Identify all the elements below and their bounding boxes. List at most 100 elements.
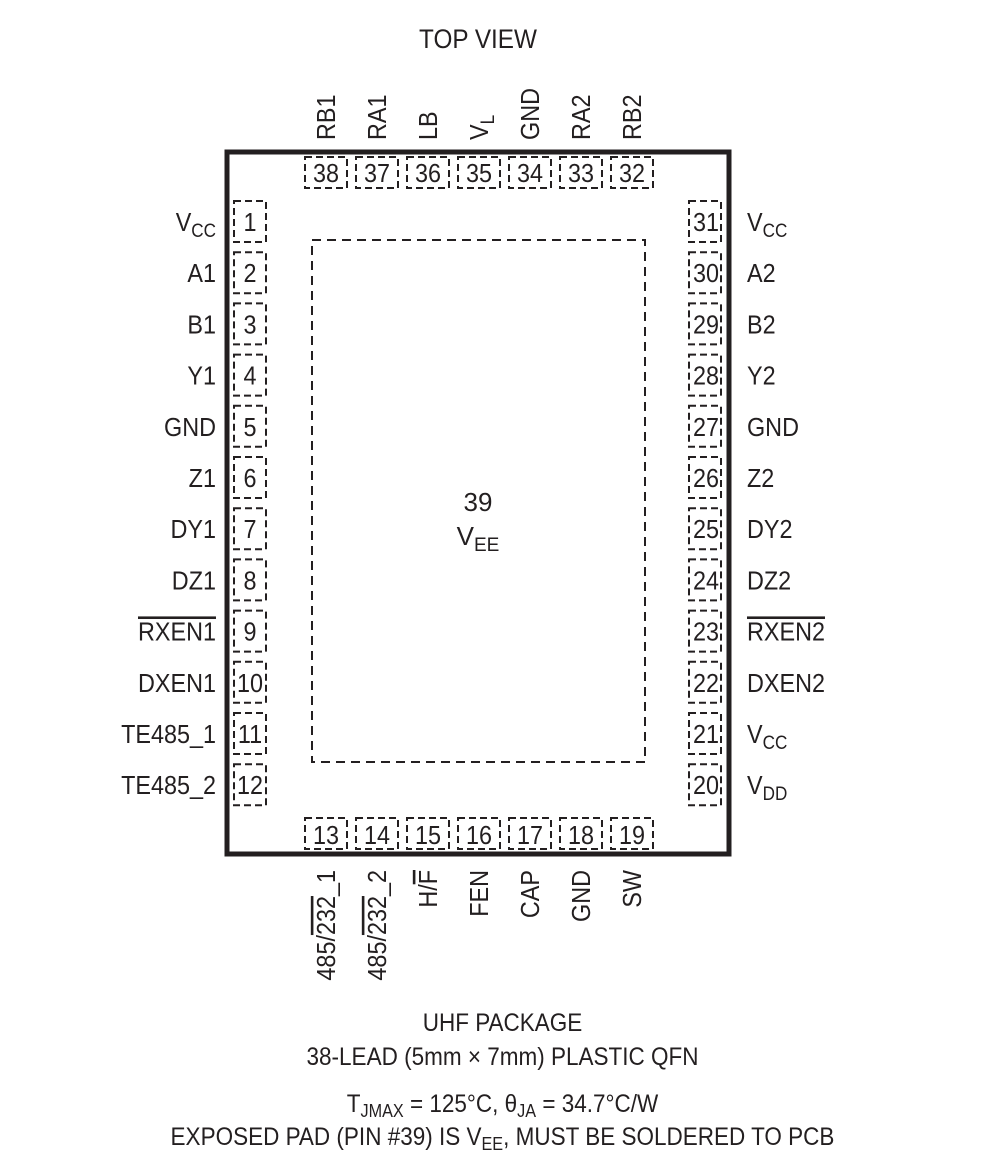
pin-box xyxy=(688,456,722,499)
pin-name: GND xyxy=(517,88,545,140)
pin-name: TE485_2 xyxy=(121,772,216,800)
pin-number: 23 xyxy=(693,619,719,647)
pin-box xyxy=(233,763,267,807)
pin-number: 2 xyxy=(243,260,256,288)
pin-box xyxy=(688,200,722,243)
pin-box xyxy=(355,817,399,850)
pin-box xyxy=(304,817,348,850)
top-view-title: TOP VIEW xyxy=(419,25,538,54)
pin-name: DY1 xyxy=(171,516,216,544)
pin-box xyxy=(304,156,348,189)
pin-number: 7 xyxy=(243,516,256,544)
pin-box xyxy=(559,156,603,189)
pin-name: A1 xyxy=(187,260,216,288)
lead-description: 38-LEAD (5mm × 7mm) PLASTIC QFN xyxy=(306,1043,699,1071)
package-name: UHF PACKAGE xyxy=(422,1009,583,1037)
pin-box xyxy=(233,660,267,704)
pin-box xyxy=(610,817,654,850)
pin-number: 13 xyxy=(313,822,339,850)
pin-box xyxy=(457,156,501,189)
pin-number: 21 xyxy=(693,721,719,749)
left-pin-column: 1VCC2A13B14Y15GND6Z17DY18DZ19RXEN110DXEN… xyxy=(121,200,267,807)
pin-name: VL xyxy=(466,115,498,140)
pin-number: 3 xyxy=(243,311,256,339)
pin-name: RA1 xyxy=(364,95,392,140)
pin-number: 24 xyxy=(693,567,719,595)
pin-name: Z2 xyxy=(747,465,774,493)
pin-number: 32 xyxy=(619,160,645,188)
pin-number: 29 xyxy=(693,311,719,339)
pin-number: 8 xyxy=(243,567,256,595)
pin-name: LB xyxy=(415,111,443,140)
pin-box xyxy=(406,156,450,189)
pin-number: 10 xyxy=(237,670,263,698)
pin-box xyxy=(233,558,267,602)
pin-number: 34 xyxy=(517,160,543,188)
pin-number: 5 xyxy=(243,414,256,442)
pin-name: SW xyxy=(619,869,647,907)
pin-number: 27 xyxy=(693,414,719,442)
pin-name: 485/232_1 xyxy=(313,870,341,981)
pin-name: DXEN1 xyxy=(138,670,216,698)
pin-number: 33 xyxy=(568,160,594,188)
pin-name: RB2 xyxy=(619,95,647,140)
pin-box xyxy=(233,302,267,346)
pin-number: 35 xyxy=(466,160,492,188)
pin-name: VCC xyxy=(176,209,216,241)
pin-name: RB1 xyxy=(313,95,341,140)
pin-number: 1 xyxy=(243,209,256,237)
pin-number: 14 xyxy=(364,822,390,850)
pin-box xyxy=(559,817,603,850)
pin-number: 11 xyxy=(238,721,262,749)
pin-name: DZ2 xyxy=(747,567,791,595)
pin-name: Y1 xyxy=(187,363,216,391)
bottom-pin-row: 13485/232_114485/232_215H/F16FEN17CAP18G… xyxy=(304,817,654,981)
pin-name: RA2 xyxy=(568,95,596,140)
pin-box xyxy=(508,817,552,850)
package-outline xyxy=(224,149,732,857)
exposed-pad-name: VEE xyxy=(457,521,500,556)
pin-name: Z1 xyxy=(189,465,216,493)
pin-number: 26 xyxy=(693,465,719,493)
pin-name: RXEN1 xyxy=(138,619,216,647)
pin-number: 18 xyxy=(568,822,594,850)
exposed-pad-number: 39 xyxy=(464,487,493,517)
pin-name: B1 xyxy=(187,311,216,339)
pin-number: 15 xyxy=(415,822,441,850)
pin-number: 36 xyxy=(415,160,441,188)
pin-name: VCC xyxy=(747,721,787,753)
pin-number: 17 xyxy=(517,822,543,850)
pin-name: RXEN2 xyxy=(747,619,825,647)
pin-name: GND xyxy=(568,870,596,922)
pin-name: FEN xyxy=(466,870,494,917)
pin-name: DZ1 xyxy=(172,567,216,595)
pin-box xyxy=(688,353,722,397)
thermal-spec: TJMAX = 125°C, θJA = 34.7°C/W xyxy=(346,1090,659,1121)
pin-number: 9 xyxy=(243,619,256,647)
pin-box xyxy=(233,609,267,653)
pin-box xyxy=(233,404,267,448)
pin-name: GND xyxy=(747,414,799,442)
pin-box xyxy=(233,507,267,551)
pin-box xyxy=(233,456,267,499)
pin-box xyxy=(233,251,267,295)
pin-box xyxy=(457,817,501,850)
pin-name: DXEN2 xyxy=(747,670,825,698)
pin-name: H/F xyxy=(415,870,443,908)
pin-box xyxy=(355,156,399,189)
pin-box xyxy=(688,609,722,653)
exposed-pad-note: EXPOSED PAD (PIN #39) IS VEE, MUST BE SO… xyxy=(170,1123,835,1154)
pin-number: 19 xyxy=(619,822,645,850)
pin-number: 31 xyxy=(693,209,719,237)
pin-name: TE485_1 xyxy=(121,721,216,749)
pin-name: DY2 xyxy=(747,516,792,544)
pin-name: GND xyxy=(164,414,216,442)
pin-number: 37 xyxy=(364,160,390,188)
pin-number: 22 xyxy=(693,670,719,698)
pin-box xyxy=(688,660,722,704)
pin-box xyxy=(233,200,267,243)
pin-name: A2 xyxy=(747,260,776,288)
pin-number: 4 xyxy=(243,363,256,391)
pin-box xyxy=(508,156,552,189)
